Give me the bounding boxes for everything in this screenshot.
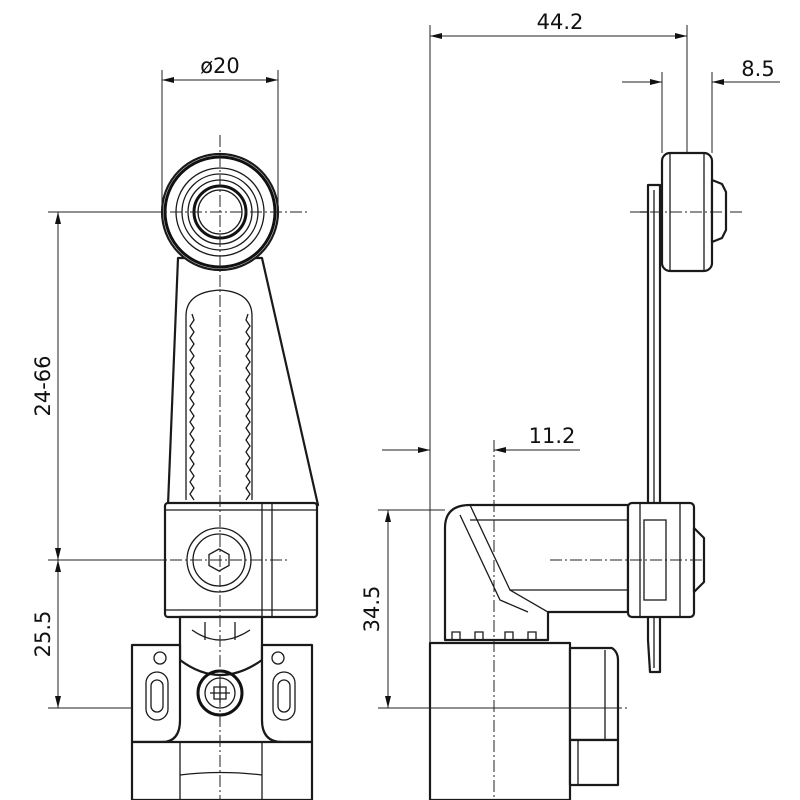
dimension-lines bbox=[48, 25, 780, 709]
side-view bbox=[428, 151, 745, 800]
dim-roller-diameter: ø20 bbox=[200, 54, 240, 78]
lever-arm bbox=[166, 256, 320, 507]
dim-base-height-side: 34.5 bbox=[360, 586, 384, 633]
dim-arm-length: 24-66 bbox=[31, 355, 55, 416]
base-housing-front bbox=[130, 643, 314, 800]
dim-overall-depth: 44.2 bbox=[537, 10, 584, 34]
dim-base-height-front: 25.5 bbox=[31, 611, 55, 658]
front-view bbox=[130, 135, 320, 800]
dim-roller-width: 8.5 bbox=[741, 57, 774, 81]
dim-pivot-offset: 11.2 bbox=[529, 424, 576, 448]
switch-head bbox=[443, 503, 630, 642]
base-body-side bbox=[428, 641, 620, 800]
shaft-neck bbox=[178, 615, 264, 677]
